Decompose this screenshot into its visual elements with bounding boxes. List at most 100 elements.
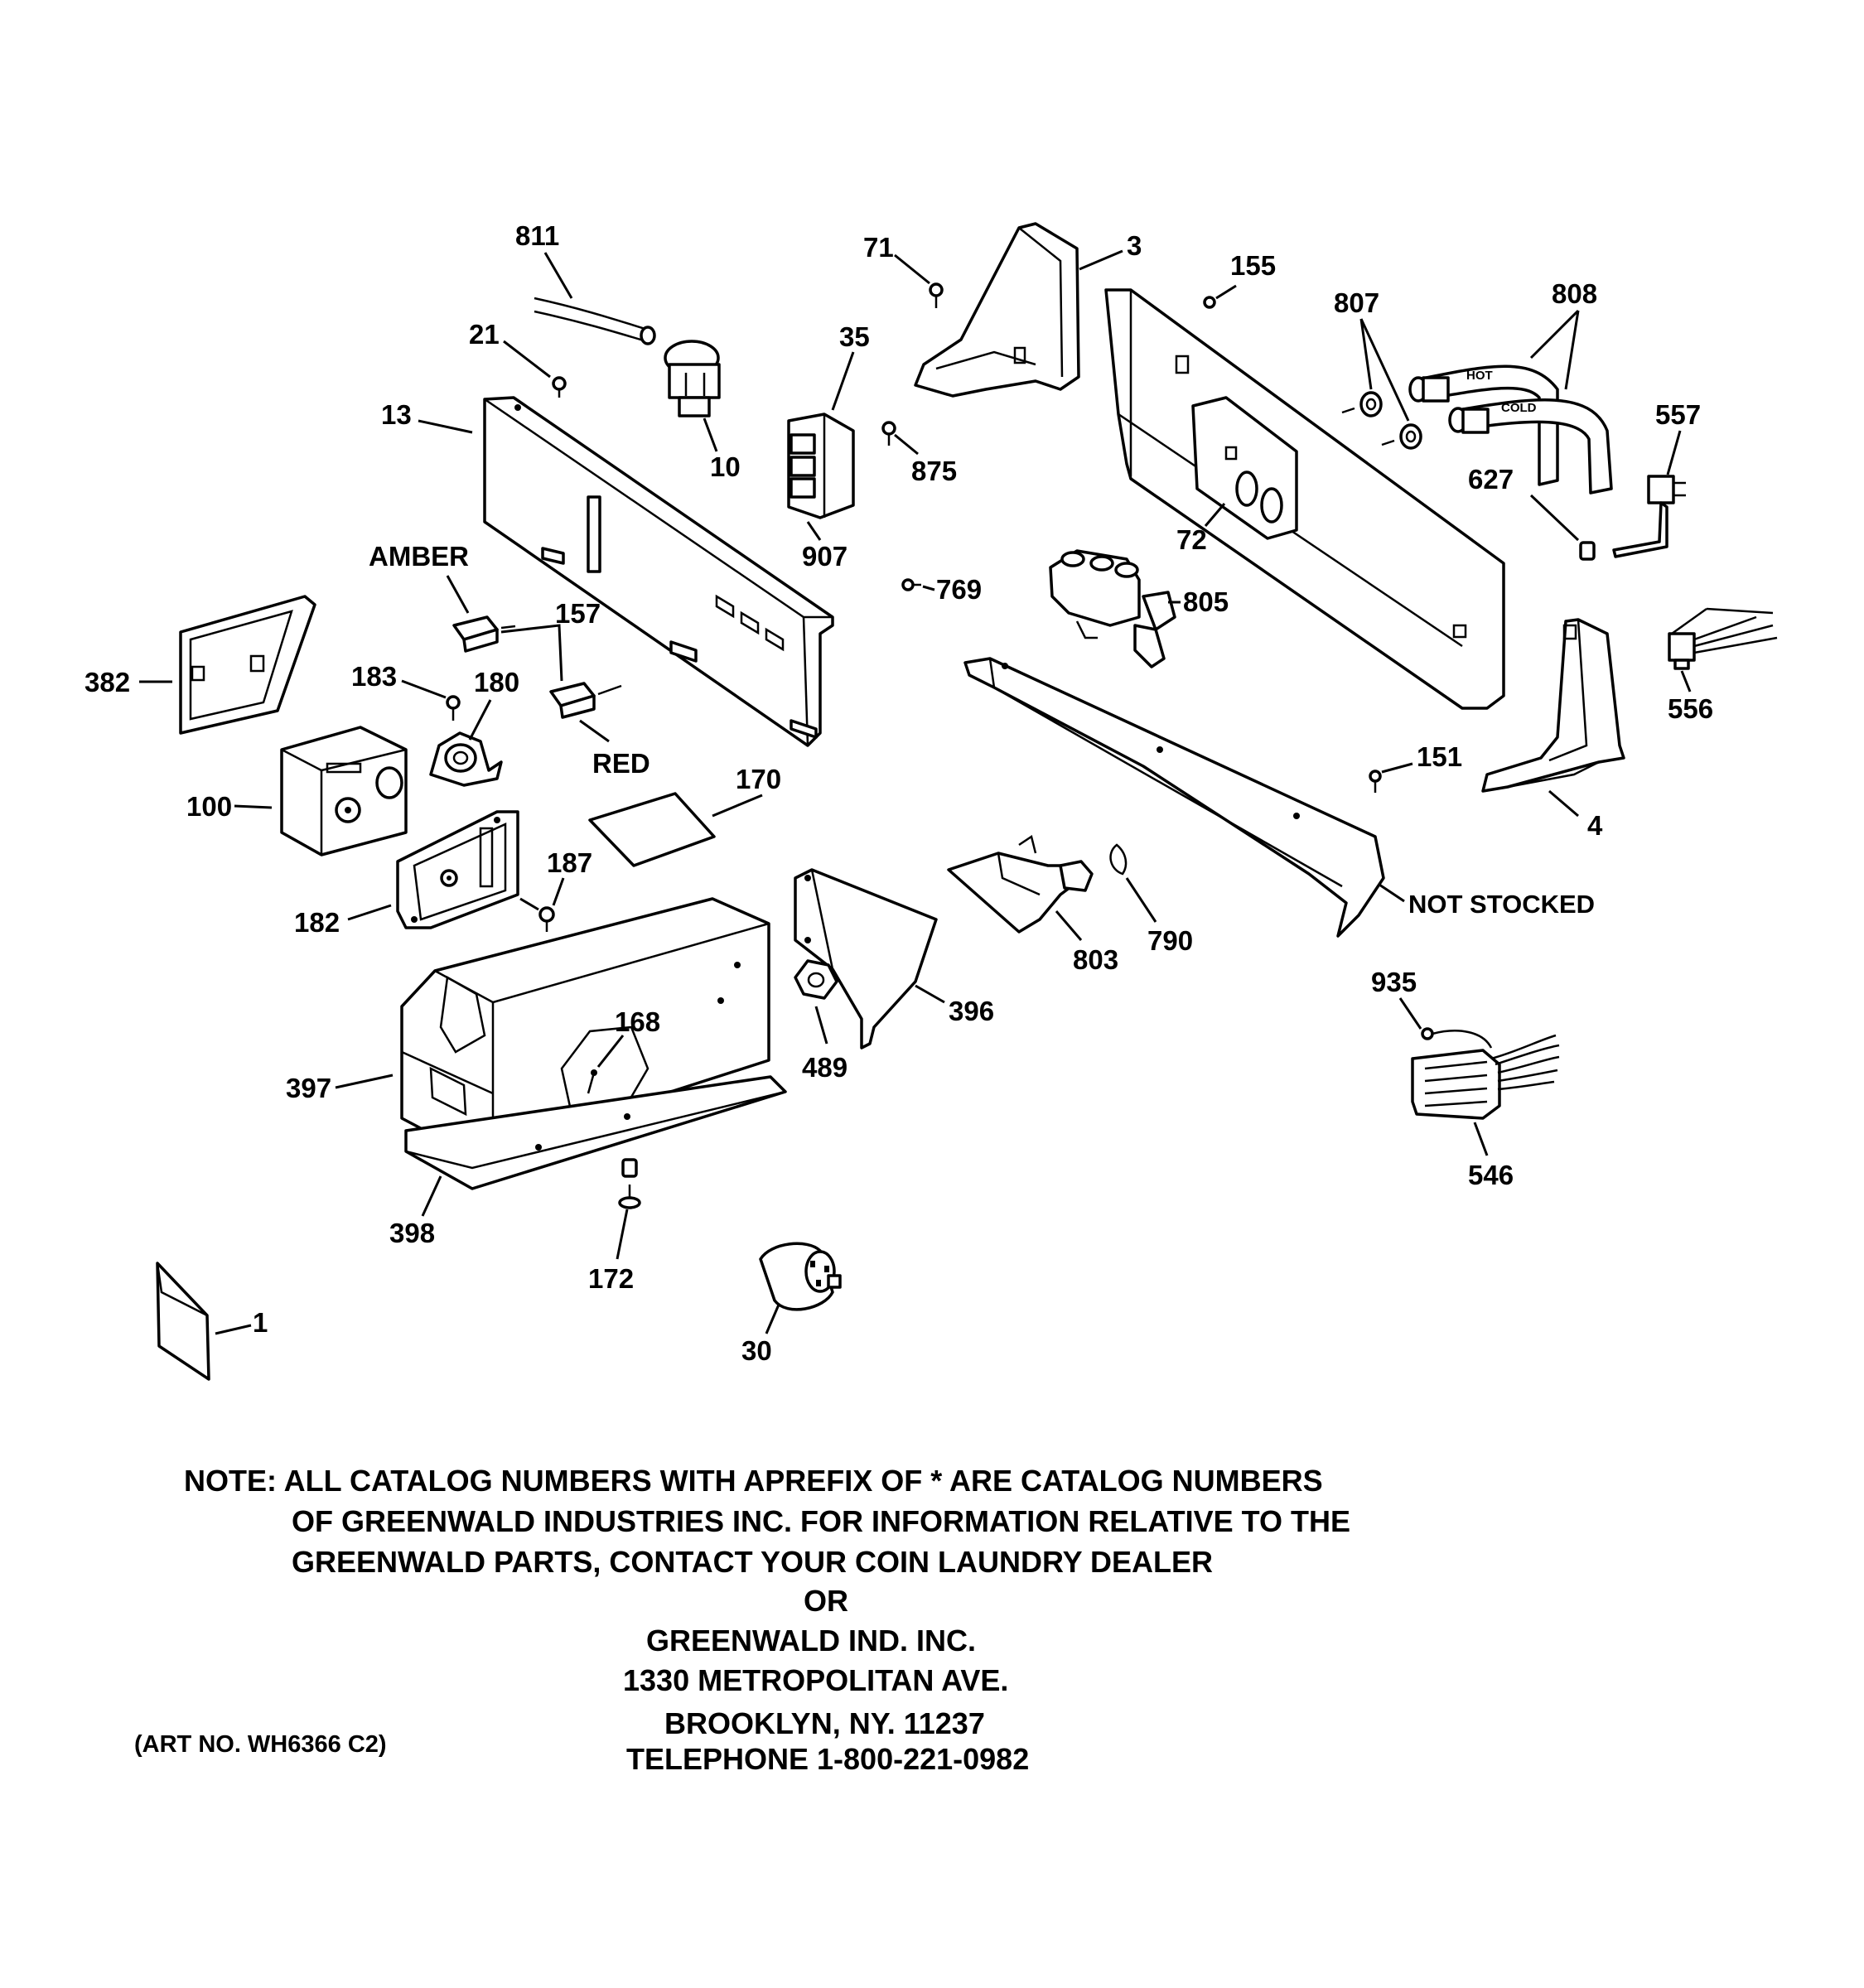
leader-35 (831, 351, 855, 411)
label-red: RED (592, 748, 650, 779)
leader-157 (500, 624, 563, 682)
part-811-hose (534, 297, 656, 345)
callout-398: 398 (389, 1218, 435, 1248)
callout-10: 10 (710, 451, 741, 482)
part-21-screw (552, 376, 567, 398)
callout-557: 557 (1655, 399, 1701, 430)
callout-1: 1 (253, 1307, 268, 1338)
part-627-grommet (1579, 541, 1596, 561)
part-71-screw (929, 282, 944, 308)
leader-72 (1204, 503, 1226, 527)
callout-935: 935 (1371, 967, 1417, 997)
leader-807b (1359, 318, 1410, 422)
callout-875: 875 (911, 456, 957, 486)
leader-627 (1529, 494, 1580, 542)
leader-808b (1564, 310, 1580, 390)
callout-180: 180 (474, 667, 519, 697)
callout-157: 157 (555, 598, 601, 629)
callout-3: 3 (1127, 230, 1142, 261)
leader-489 (814, 1006, 828, 1045)
part-557-switch (1612, 475, 1686, 558)
leader-557 (1666, 430, 1682, 475)
callout-183: 183 (351, 661, 397, 692)
part-808-hoses: HOT COLD (1408, 364, 1613, 495)
callout-182: 182 (294, 907, 340, 938)
callout-71: 71 (863, 232, 894, 263)
part-183-screw (446, 695, 461, 721)
part-10-pressure-switch (664, 340, 721, 417)
callout-35: 35 (839, 321, 870, 352)
callout-155: 155 (1230, 250, 1276, 281)
part-3-end-cap (914, 222, 1080, 398)
callout-627: 627 (1468, 464, 1514, 495)
leader-not-stocked (1379, 883, 1405, 903)
callout-546: 546 (1468, 1160, 1514, 1190)
part-180-knob (429, 731, 503, 787)
leader-10 (703, 417, 718, 452)
part-875-screw (881, 421, 896, 446)
leader-30 (765, 1304, 780, 1334)
label-not-stocked: NOT STOCKED (1408, 890, 1595, 919)
part-13-control-panel (483, 396, 834, 747)
leader-396 (915, 984, 945, 1004)
callout-21: 21 (469, 319, 500, 350)
callout-170: 170 (736, 764, 781, 794)
callout-807: 807 (1334, 287, 1379, 318)
leader-935 (1398, 997, 1422, 1030)
part-172-standoff (618, 1158, 641, 1209)
callout-72: 72 (1176, 524, 1207, 555)
callout-4: 4 (1587, 810, 1603, 841)
callout-489: 489 (802, 1052, 847, 1083)
callout-187: 187 (547, 847, 592, 878)
part-151-screw (1369, 770, 1382, 793)
part-556-harness (1668, 607, 1778, 670)
leader-183 (401, 679, 447, 699)
part-30-capacitor (759, 1242, 842, 1311)
callout-556: 556 (1668, 693, 1713, 724)
part-790-clip (1109, 843, 1128, 876)
leader-100 (234, 804, 273, 809)
part-546-wire-harness (1411, 1027, 1560, 1120)
part-803-dispenser (947, 834, 1094, 934)
leader-red (579, 719, 610, 743)
leader-4 (1548, 789, 1579, 818)
hose-label-hot: HOT (1466, 369, 1493, 383)
part-170-pad (588, 792, 716, 867)
callout-396: 396 (949, 996, 994, 1026)
callout-808: 808 (1552, 278, 1597, 309)
leader-172 (616, 1209, 629, 1260)
part-187-screw (538, 906, 555, 932)
leader-556 (1680, 670, 1692, 692)
part-1-literature (156, 1262, 210, 1381)
callout-811: 811 (515, 220, 559, 251)
part-769-screw (901, 578, 921, 591)
callout-397: 397 (286, 1073, 331, 1103)
leader-180 (468, 699, 492, 741)
hose-label-cold: COLD (1501, 401, 1537, 415)
leader-807a (1359, 318, 1373, 390)
leader-13 (418, 419, 473, 434)
leader-21 (503, 340, 551, 379)
callout-13: 13 (381, 399, 412, 430)
callout-803: 803 (1073, 944, 1118, 975)
part-100-timer (280, 726, 408, 856)
part-4-end-cap (1481, 618, 1625, 793)
leader-808a (1529, 309, 1580, 359)
part-72-rear-panel (1104, 288, 1505, 710)
leader-397 (335, 1074, 394, 1089)
callout-907: 907 (802, 541, 847, 572)
callout-805: 805 (1183, 586, 1229, 617)
leader-187b (519, 897, 539, 911)
callout-382: 382 (85, 667, 130, 697)
leader-790 (1125, 877, 1157, 923)
leader-71 (894, 253, 930, 285)
callout-100: 100 (186, 791, 232, 822)
leader-546 (1473, 1122, 1489, 1156)
part-not-stocked-bracket (963, 657, 1385, 938)
label-amber: AMBER (369, 541, 469, 572)
leader-168 (596, 1035, 625, 1068)
leader-875 (894, 433, 919, 456)
part-35-switch (787, 413, 855, 519)
leader-170 (712, 794, 763, 818)
